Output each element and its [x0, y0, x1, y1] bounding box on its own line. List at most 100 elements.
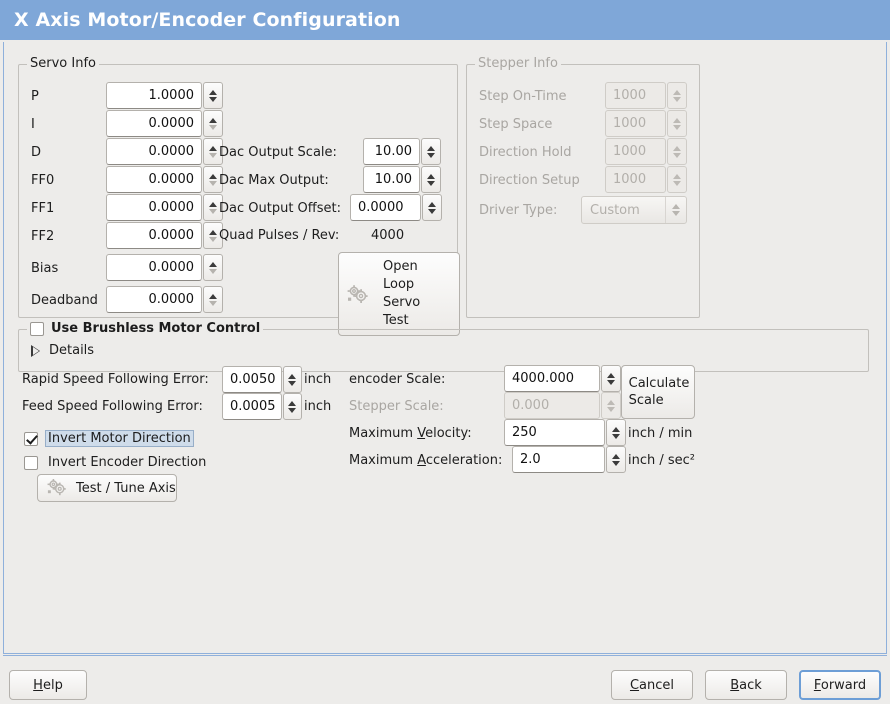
- back-button-label: Back: [730, 678, 762, 693]
- max-acceleration-label: Maximum Acceleration:: [349, 453, 502, 468]
- stepper-info-legend: Stepper Info: [475, 56, 561, 71]
- servo-stepper-i[interactable]: [203, 110, 223, 137]
- max-velocity-stepper[interactable]: [606, 419, 626, 446]
- encoder-scale-field[interactable]: 4000.000: [504, 365, 621, 392]
- servo-field-p[interactable]: 1.0000: [106, 82, 223, 109]
- driver-type-label: Driver Type:: [479, 203, 558, 218]
- servo-field-d[interactable]: 0.0000: [106, 138, 223, 165]
- encoder-scale-stepper[interactable]: [601, 365, 621, 392]
- max-acceleration-field[interactable]: 2.0: [512, 446, 626, 473]
- help-label-post: elp: [42, 677, 63, 693]
- test-tune-axis-label: Test / Tune Axis: [76, 480, 176, 496]
- servo-stepper-ff2[interactable]: [203, 222, 223, 249]
- direction-hold-stepper: [667, 138, 687, 165]
- dac-output-scale-value[interactable]: 10.00: [363, 138, 420, 165]
- servo-field-ff2[interactable]: 0.0000: [106, 222, 223, 249]
- servo-stepper-d[interactable]: [203, 138, 223, 165]
- open-loop-line-2: Loop: [383, 277, 415, 292]
- open-loop-servo-test-button[interactable]: Open Loop Servo Test: [338, 252, 460, 336]
- servo-field-ff1[interactable]: 0.0000: [106, 194, 223, 221]
- calculate-scale-button[interactable]: Calculate Scale: [621, 365, 695, 419]
- servo-stepper-ff0[interactable]: [203, 166, 223, 193]
- rapid-following-error-stepper[interactable]: [282, 366, 302, 393]
- max-acceleration-stepper[interactable]: [606, 446, 626, 473]
- invert-encoder-direction-checkbox[interactable]: [24, 455, 38, 470]
- rapid-following-error-field[interactable]: 0.0050: [222, 366, 302, 393]
- max-acceleration-unit: inch / sec²: [628, 453, 696, 468]
- max-velocity-label-pre: Maximum: [349, 426, 418, 441]
- servo-value-ff0[interactable]: 0.0000: [106, 166, 202, 193]
- dac-output-offset-label: Dac Output Offset:: [219, 201, 341, 216]
- servo-field-i[interactable]: 0.0000: [106, 110, 223, 137]
- invert-encoder-direction-row[interactable]: Invert Encoder Direction: [24, 454, 209, 471]
- servo-stepper-p[interactable]: [203, 82, 223, 109]
- servo-value-d[interactable]: 0.0000: [106, 138, 202, 165]
- servo-value-bias[interactable]: 0.0000: [106, 254, 202, 281]
- stepper-info-group: Stepper Info Step On-Time 1000 Step Spac…: [466, 56, 700, 318]
- dac-output-scale-label: Dac Output Scale:: [219, 145, 337, 160]
- servo-value-i[interactable]: 0.0000: [106, 110, 202, 137]
- step-space-stepper: [667, 110, 687, 137]
- servo-field-ff0[interactable]: 0.0000: [106, 166, 223, 193]
- driver-type-select: Custom: [581, 196, 687, 224]
- step-on-time-value: 1000: [605, 82, 666, 109]
- window-titlebar: X Axis Motor/Encoder Configuration: [0, 0, 890, 40]
- use-brushless-motor-checkbox[interactable]: [30, 321, 44, 336]
- quad-pulses-value: 4000: [371, 228, 405, 243]
- invert-motor-direction-label: Invert Motor Direction: [45, 430, 194, 447]
- invert-motor-direction-checkbox[interactable]: [24, 431, 38, 446]
- servo-stepper-bias[interactable]: [203, 254, 223, 281]
- max-velocity-field[interactable]: 250: [504, 419, 626, 446]
- back-button[interactable]: Back: [705, 670, 787, 700]
- invert-encoder-direction-label: Invert Encoder Direction: [48, 455, 207, 470]
- max-velocity-value[interactable]: 250: [504, 419, 605, 446]
- servo-value-p[interactable]: 1.0000: [106, 82, 202, 109]
- servo-value-ff1[interactable]: 0.0000: [106, 194, 202, 221]
- feed-following-error-value[interactable]: 0.0005: [222, 393, 282, 420]
- max-acceleration-label-pre: Maximum: [349, 453, 418, 468]
- servo-value-deadband[interactable]: 0.0000: [106, 286, 202, 313]
- direction-setup-stepper: [667, 166, 687, 193]
- encoder-scale-value[interactable]: 4000.000: [504, 365, 600, 392]
- servo-field-bias[interactable]: 0.0000: [106, 254, 223, 281]
- help-button[interactable]: Help: [9, 670, 87, 700]
- servo-stepper-deadband[interactable]: [203, 286, 223, 313]
- cancel-button[interactable]: Cancel: [611, 670, 693, 700]
- forward-button[interactable]: Forward: [799, 670, 881, 700]
- feed-following-error-field[interactable]: 0.0005: [222, 393, 302, 420]
- test-tune-axis-button[interactable]: Test / Tune Axis: [37, 474, 177, 502]
- stepper-scale-label: Stepper Scale:: [349, 399, 444, 414]
- servo-label-deadband: Deadband: [31, 293, 98, 308]
- dac-output-offset-value[interactable]: 0.0000: [350, 194, 421, 221]
- rapid-following-error-value[interactable]: 0.0050: [222, 366, 282, 393]
- servo-label-d: D: [31, 145, 42, 160]
- max-acceleration-mnemonic: A: [417, 453, 426, 468]
- dac-output-scale-field[interactable]: 10.00: [363, 138, 441, 165]
- step-on-time-label: Step On-Time: [479, 89, 567, 104]
- dac-output-scale-stepper[interactable]: [421, 138, 441, 165]
- servo-info-group: Servo Info P 1.0000 I 0.0000 D 0.0000 FF…: [18, 56, 460, 336]
- dac-max-output-label: Dac Max Output:: [219, 173, 329, 188]
- direction-hold-value: 1000: [605, 138, 666, 165]
- servo-info-legend: Servo Info: [27, 56, 99, 71]
- invert-motor-direction-row[interactable]: Invert Motor Direction: [24, 430, 194, 447]
- details-expander[interactable]: Details: [31, 343, 94, 358]
- direction-setup-field: 1000: [605, 166, 687, 193]
- calculate-scale-label: Calculate Scale: [627, 375, 690, 409]
- dac-max-output-stepper[interactable]: [421, 166, 441, 193]
- rapid-following-error-unit: inch: [304, 372, 332, 387]
- back-label-post: ack: [739, 677, 762, 693]
- step-space-label: Step Space: [479, 117, 553, 132]
- servo-stepper-ff1[interactable]: [203, 194, 223, 221]
- dac-output-offset-stepper[interactable]: [422, 194, 442, 221]
- dac-max-output-field[interactable]: 10.00: [363, 166, 441, 193]
- footer-separator: [3, 655, 887, 656]
- back-mnemonic: B: [730, 677, 740, 693]
- brushless-legend: Use Brushless Motor Control: [27, 321, 264, 336]
- servo-field-deadband[interactable]: 0.0000: [106, 286, 223, 313]
- dac-max-output-value[interactable]: 10.00: [363, 166, 420, 193]
- servo-value-ff2[interactable]: 0.0000: [106, 222, 202, 249]
- max-acceleration-value[interactable]: 2.0: [512, 446, 605, 473]
- dac-output-offset-field[interactable]: 0.0000: [350, 194, 442, 221]
- feed-following-error-stepper[interactable]: [282, 393, 302, 420]
